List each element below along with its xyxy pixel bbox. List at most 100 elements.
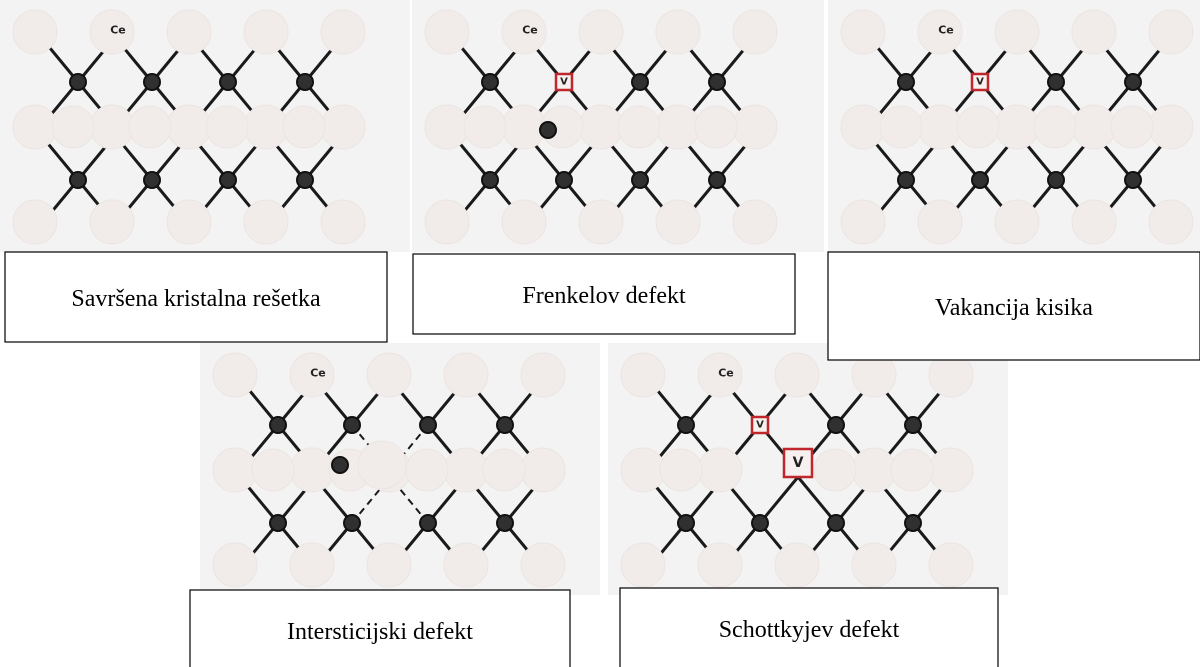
- cerium-atom: [1124, 171, 1142, 189]
- oxygen-atom: [366, 542, 412, 588]
- oxygen-atom: [1033, 105, 1077, 149]
- oxygen-atom: [659, 448, 703, 492]
- cerium-atom: [481, 73, 499, 91]
- oxygen-atom: [212, 542, 258, 588]
- oxygen-atom: [617, 105, 661, 149]
- vacancy-marker: V: [750, 415, 770, 435]
- cerium-atom: [1047, 171, 1065, 189]
- cerium-atom: [751, 514, 769, 532]
- oxygen-atom: [212, 447, 258, 493]
- oxygen-atom: [520, 542, 566, 588]
- oxygen-atom: [320, 104, 366, 150]
- caption-schottky: Schottkyjev defekt: [619, 587, 999, 667]
- cerium-atom: [343, 416, 361, 434]
- oxygen-atom: [694, 105, 738, 149]
- oxygen-atom: [578, 199, 624, 245]
- oxygen-atom: [89, 199, 135, 245]
- cerium-atom: [69, 171, 87, 189]
- oxygen-atom: [697, 447, 743, 493]
- oxygen-atom: [917, 9, 963, 55]
- oxygen-atom: [89, 9, 135, 55]
- oxygen-atom: [166, 199, 212, 245]
- oxygen-atom: [956, 105, 1000, 149]
- cerium-atoms: [677, 416, 922, 532]
- lattice-panel-frenkel: CeV: [412, 0, 824, 252]
- oxygen-atom: [243, 9, 289, 55]
- oxygen-atom: [366, 352, 412, 398]
- oxygen-atom: [212, 352, 258, 398]
- oxygen-atom: [774, 542, 820, 588]
- oxygen-atom: [166, 9, 212, 55]
- oxygen-atom: [813, 448, 857, 492]
- oxygen-atom: [732, 104, 778, 150]
- oxygen-atom: [463, 105, 507, 149]
- cerium-atom: [631, 171, 649, 189]
- oxygen-atom: [917, 199, 963, 245]
- oxygen-atom: [251, 448, 295, 492]
- oxygen-atom: [443, 352, 489, 398]
- cerium-atom: [897, 171, 915, 189]
- oxygen-atom: [851, 447, 897, 493]
- oxygen-atom: [655, 199, 701, 245]
- oxygen-atom: [994, 199, 1040, 245]
- oxygen-atom: [128, 105, 172, 149]
- vacancy-frame: [750, 415, 770, 435]
- cerium-atom: [897, 73, 915, 91]
- caption-none: Savršena kristalna rešetka: [4, 251, 388, 343]
- cerium-atoms: [69, 73, 314, 189]
- cerium-label: Ce: [938, 24, 954, 37]
- interstitial-cerium-atom: [539, 121, 557, 139]
- cerium-atom: [269, 514, 287, 532]
- oxygen-atom: [12, 199, 58, 245]
- oxygen-atom: [501, 9, 547, 55]
- cerium-atom: [481, 171, 499, 189]
- oxygen-atom: [443, 542, 489, 588]
- cerium-atom: [419, 514, 437, 532]
- cerium-atom: [219, 73, 237, 91]
- oxygen-atom: [840, 199, 886, 245]
- oxygen-atom: [697, 542, 743, 588]
- cerium-atom: [296, 73, 314, 91]
- caption-frame: [619, 587, 999, 667]
- caption-frame: [412, 253, 796, 335]
- oxygen-atom: [879, 105, 923, 149]
- cerium-atom: [269, 416, 287, 434]
- caption-text: Intersticijski defekt: [287, 619, 473, 645]
- oxygen-atoms: [12, 9, 366, 245]
- cerium-atom: [708, 171, 726, 189]
- oxygen-atom: [840, 9, 886, 55]
- oxygen-atom: [890, 448, 934, 492]
- oxygen-atom: [12, 104, 58, 150]
- oxygen-atom: [1148, 199, 1194, 245]
- cerium-atom: [496, 416, 514, 434]
- cerium-atom: [971, 171, 989, 189]
- cerium-atom: [219, 171, 237, 189]
- oxygen-atom: [282, 105, 326, 149]
- caption-frame: [189, 589, 571, 667]
- vacancy-marker: V: [554, 72, 574, 92]
- vacancy-frame: [970, 72, 990, 92]
- oxygen-atom: [501, 104, 547, 150]
- cerium-atom: [419, 416, 437, 434]
- vacancy-label: V: [793, 455, 804, 471]
- oxygen-atoms: [620, 352, 974, 588]
- interstitial-oxygen-atom: [357, 440, 407, 490]
- oxygen-atom: [840, 104, 886, 150]
- oxygen-atom: [851, 542, 897, 588]
- cerium-atom: [904, 514, 922, 532]
- oxygen-atom: [320, 199, 366, 245]
- vacancy-marker: V: [782, 447, 814, 479]
- cerium-label: Ce: [110, 24, 126, 37]
- caption-frame: [827, 251, 1200, 361]
- vacancy-label: V: [756, 420, 764, 431]
- cerium-atom: [827, 514, 845, 532]
- oxygen-atom: [1071, 9, 1117, 55]
- oxygen-atom: [424, 9, 470, 55]
- caption-oxygen-vacancy: Vakancija kisika: [827, 251, 1200, 361]
- oxygen-atom: [424, 104, 470, 150]
- oxygen-atom: [289, 542, 335, 588]
- oxygen-atoms: [424, 9, 778, 245]
